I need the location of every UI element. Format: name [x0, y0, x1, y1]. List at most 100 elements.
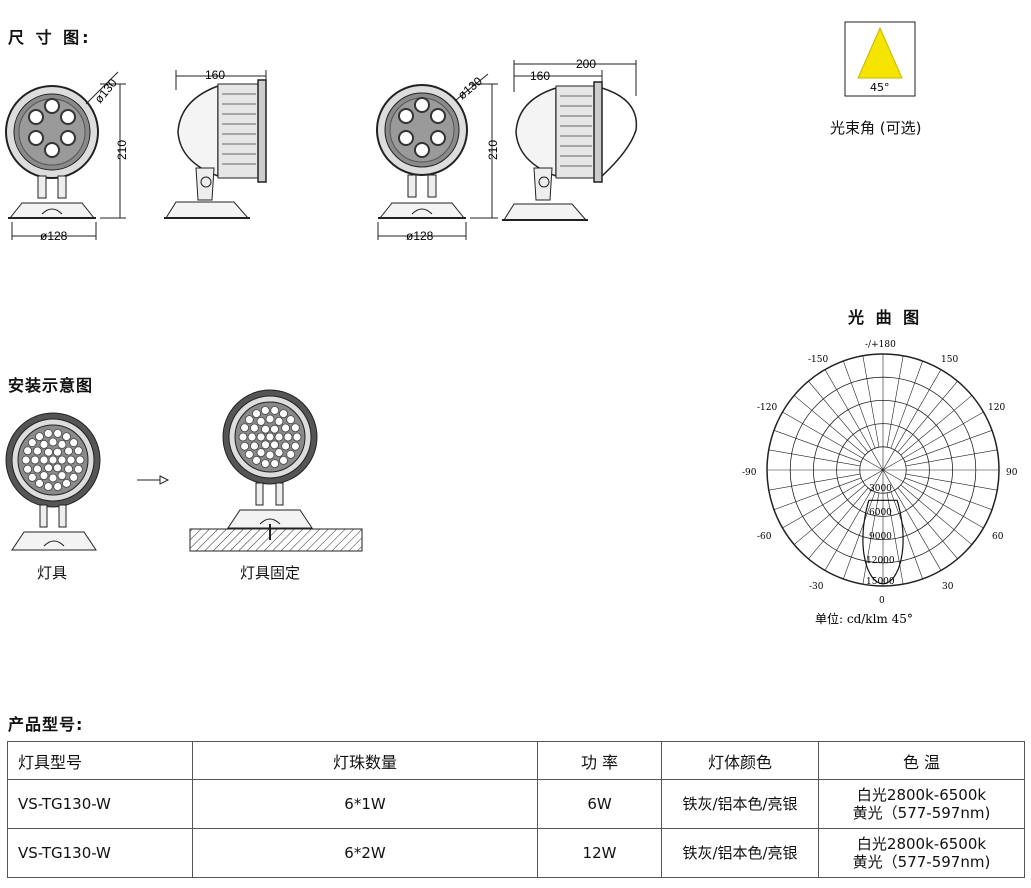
led-dot [23, 446, 33, 456]
led-dot [256, 417, 266, 426]
polar-label-m120: -120 [757, 403, 777, 413]
led-dot [57, 471, 67, 480]
led-dot [75, 455, 85, 465]
polar-label-p90: 90 [1006, 468, 1018, 478]
polar-spoke [768, 473, 861, 491]
led-dot [250, 441, 259, 451]
led-dot [240, 441, 250, 451]
led-dot [281, 423, 290, 433]
front-2-height-dim: 210 [486, 140, 500, 160]
polar-radial-4: 12000 [866, 556, 895, 566]
front-1-height-dim: 210 [115, 140, 129, 160]
led-dot [69, 472, 79, 482]
polar-spoke [904, 477, 993, 510]
side-view-2 [502, 81, 638, 221]
arrow-icon [137, 475, 170, 485]
polar-spoke [882, 369, 942, 471]
polar-spoke [808, 380, 869, 453]
polar-radial-5: 15000 [866, 577, 895, 587]
cell-leds: 6*2W [192, 828, 538, 878]
cell-temp-white: 白光2800k-6500k [856, 835, 987, 853]
polar-beam-curve [862, 499, 904, 585]
polar-spoke [886, 355, 904, 448]
led-dot [256, 448, 266, 457]
polar-label-m150: -150 [808, 355, 828, 365]
model-table: 灯具型号 灯珠数量 功 率 灯体颜色 色 温 VS-TG130-W 6*1W 6… [7, 741, 1025, 878]
led-dot [66, 455, 76, 465]
led-dot [57, 440, 67, 449]
front-1-head-dim: ø130 [92, 76, 121, 106]
led-dot [270, 406, 280, 415]
polar-label-180: -/+180 [865, 340, 896, 350]
led-dot [265, 414, 275, 424]
led-dot [43, 429, 53, 438]
led-dot [35, 432, 44, 442]
led-dot [48, 455, 58, 465]
led-dot [250, 423, 259, 433]
led-dot [286, 415, 296, 425]
polar-spoke [886, 492, 904, 585]
side-view-1-dims [175, 70, 267, 90]
cell-leds: 6*1W [192, 779, 538, 829]
led-dot [260, 459, 270, 468]
cell-temp-white: 白光2800k-6500k [856, 786, 987, 804]
led-dot [23, 464, 33, 474]
led-dot [39, 440, 49, 449]
led-dot [44, 447, 53, 457]
polar-spoke [897, 380, 958, 453]
led-dot [281, 441, 290, 451]
polar-spoke [862, 355, 880, 448]
led-dot [53, 447, 62, 457]
led-dot [64, 446, 73, 456]
polar-radial-3: 9000 [869, 532, 892, 542]
led-dot [252, 409, 261, 419]
front-view-1-dims [11, 71, 126, 240]
led-dot [64, 464, 73, 474]
table-header-row: 灯具型号 灯珠数量 功 率 灯体颜色 色 温 [7, 741, 1025, 780]
led-dot [247, 432, 257, 442]
led-dot [265, 432, 275, 442]
led-dot [53, 482, 63, 491]
header-color-temp: 色 温 [818, 741, 1025, 780]
led-dot [274, 448, 284, 457]
polar-spoke [890, 360, 923, 449]
table-row: VS-TG130-W 6*1W 6W 铁灰/铝本色/亮银 白光2800k-650… [7, 779, 1025, 829]
led-dot [48, 473, 58, 483]
polar-spoke [782, 469, 884, 529]
install-fixed-caption: 灯具固定 [240, 564, 301, 582]
polar-label-p120: 120 [988, 403, 1005, 413]
led-dot [21, 455, 31, 465]
led-dot [57, 455, 67, 465]
led-dot [256, 432, 266, 442]
led-dot [274, 417, 284, 426]
polar-spoke [897, 487, 958, 560]
side-2-depth-dim: 160 [530, 69, 550, 83]
led-dot [53, 463, 62, 473]
front-2-head-dim: ø130 [455, 74, 485, 103]
models-heading: 产品型号: [8, 715, 84, 734]
led-dot [43, 482, 53, 491]
led-dot [73, 464, 83, 474]
led-dot [33, 446, 42, 456]
led-dot [48, 437, 58, 447]
cell-power: 6W [537, 779, 662, 829]
led-dot [238, 432, 248, 442]
polar-chart [766, 353, 1000, 587]
polar-spoke [900, 395, 973, 456]
led-dot [35, 478, 44, 488]
polar-spoke [890, 491, 923, 580]
side-1-depth-dim: 160 [205, 68, 225, 82]
led-dot [69, 438, 79, 448]
beam-angle-icon [844, 21, 916, 97]
polar-spoke [824, 469, 884, 571]
polar-label-m60: -60 [757, 532, 772, 542]
led-dot [44, 463, 53, 473]
polar-spoke [905, 473, 998, 491]
polar-spoke [882, 469, 984, 529]
led-dot [39, 471, 49, 480]
cell-temp-yellow: 黄光（577-597nm) [852, 804, 991, 822]
polar-spoke [904, 430, 993, 463]
polar-label-p60: 60 [992, 532, 1004, 542]
front-2-base-dim: ø128 [406, 229, 434, 243]
